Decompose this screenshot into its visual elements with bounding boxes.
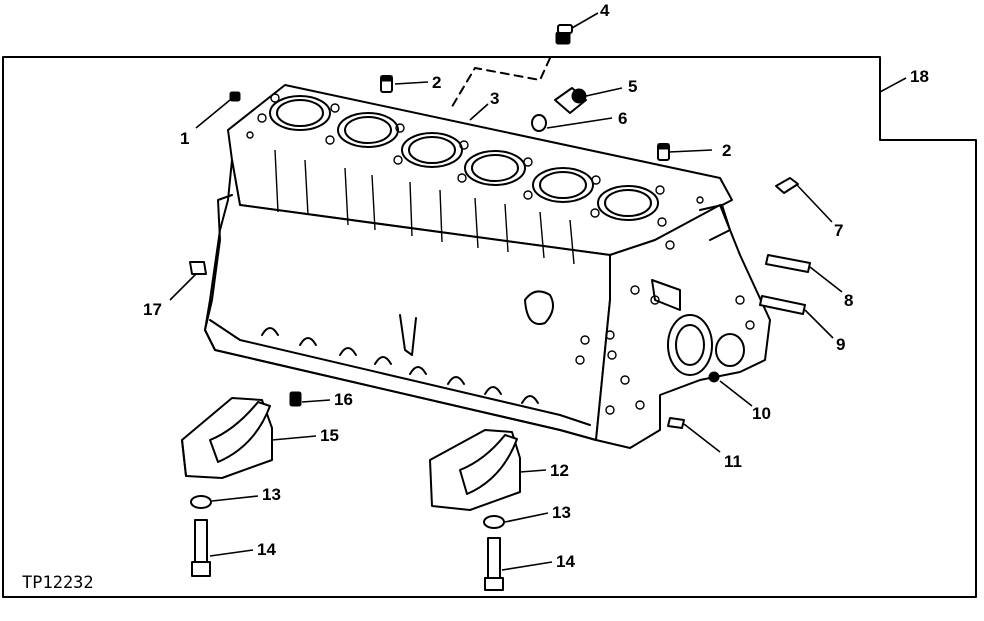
callout-labels: 1 2 2 3 4 5 6 7 8 9 10 11 12 13 13 14 14… — [143, 1, 929, 571]
leader-lines — [169, 12, 907, 571]
stud-part-8 — [765, 254, 811, 273]
stud-part-7 — [775, 177, 799, 194]
washer-part-13b — [483, 515, 505, 529]
callout-1: 1 — [180, 129, 189, 148]
diagram-frame — [2, 56, 977, 598]
plug-part-4 — [555, 24, 573, 45]
plug-part-1 — [229, 91, 241, 102]
cylinder-block — [204, 84, 771, 449]
main-bearing-cap-part-15 — [181, 397, 273, 479]
callout-3: 3 — [490, 89, 499, 108]
callout-7: 7 — [834, 221, 843, 240]
plug-part-10 — [708, 371, 720, 383]
dowel-pin-part-2 — [380, 75, 393, 93]
plug-part-17 — [189, 261, 207, 275]
o-ring-part-6 — [531, 114, 547, 132]
callout-10: 10 — [752, 404, 771, 423]
callout-16: 16 — [334, 390, 353, 409]
callout-14: 14 — [257, 540, 276, 559]
pin-part-11 — [667, 417, 685, 429]
bolt-part-14b — [484, 537, 504, 591]
callout-13b: 13 — [552, 503, 571, 522]
dowel-part-16 — [289, 391, 302, 407]
washer-part-13 — [190, 495, 212, 509]
callout-14b: 14 — [556, 552, 575, 571]
callout-8: 8 — [844, 291, 853, 310]
callout-2: 2 — [432, 73, 441, 92]
callout-13: 13 — [262, 485, 281, 504]
callout-6: 6 — [618, 109, 627, 128]
callout-18: 18 — [910, 67, 929, 86]
stud-part-9 — [759, 295, 806, 315]
dowel-pin-part-2b — [657, 143, 670, 161]
main-bearing-cap-part-12 — [429, 429, 521, 511]
callout-11: 11 — [724, 452, 742, 471]
callout-9: 9 — [836, 335, 845, 354]
callout-17: 17 — [143, 300, 162, 319]
callout-5: 5 — [628, 77, 637, 96]
callout-4: 4 — [600, 1, 610, 20]
assembly-dash-line — [449, 57, 551, 111]
callout-15: 15 — [320, 426, 339, 445]
fitting-part-5 — [554, 87, 587, 114]
callout-2b: 2 — [722, 141, 731, 160]
callout-12: 12 — [550, 461, 569, 480]
bolt-part-14 — [191, 519, 211, 577]
figure-id: TP12232 — [22, 573, 94, 593]
